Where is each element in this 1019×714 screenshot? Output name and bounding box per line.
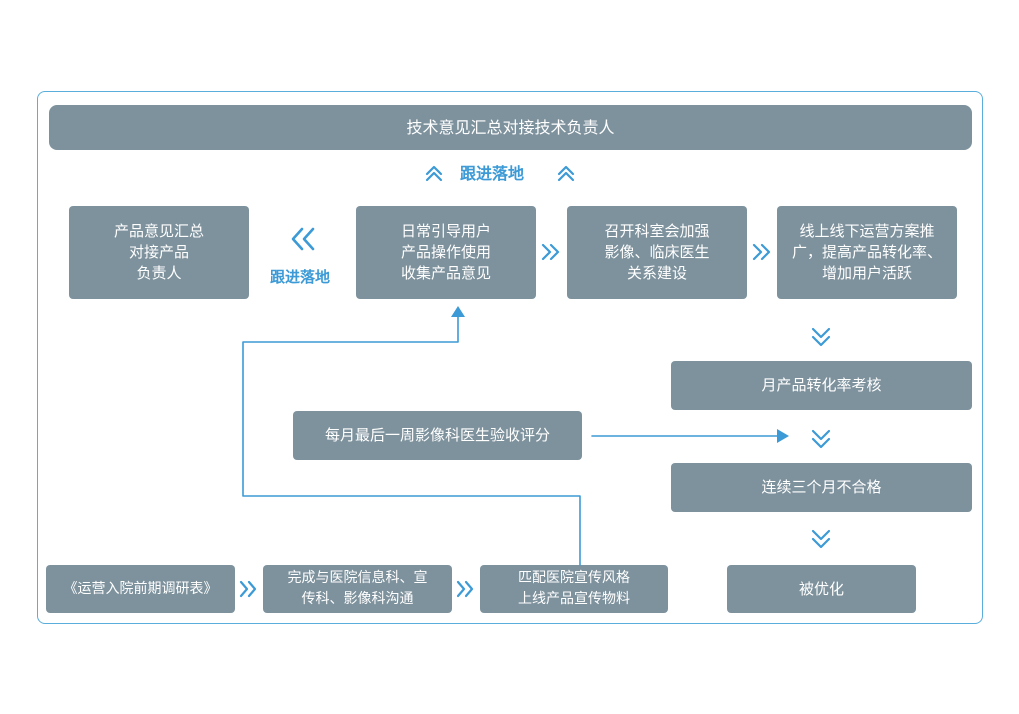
double-chevron-down-icon: [811, 429, 831, 449]
box-monthly-review-label: 月产品转化率考核: [761, 376, 882, 394]
box-summary-owner-label: 产品意见汇总 对接产品 负责人: [113, 222, 204, 282]
loop-arrowhead: [451, 306, 465, 317]
box-monthly-score: 每月最后一周影像科医生验收评分: [293, 411, 582, 460]
box-monthly-review: 月产品转化率考核: [671, 361, 972, 410]
box-three-months: 连续三个月不合格: [671, 463, 972, 512]
box-promo-materials-label: 匹配医院宣传风格 上线产品宣传物料: [518, 570, 630, 607]
box-dept-meeting-label: 召开科室会加强 影像、临床医生 关系建设: [604, 222, 710, 282]
double-chevron-left-icon: [291, 227, 315, 251]
double-chevron-down-icon: [811, 529, 831, 549]
double-chevron-right-icon: [752, 243, 771, 261]
box-guide-users-label: 日常引导用户 产品操作使用 收集产品意见: [400, 222, 491, 282]
box-survey-label: 《运营入院前期调研表》: [63, 580, 218, 597]
box-monthly-score-label: 每月最后一周影像科医生验收评分: [324, 426, 550, 444]
box-dept-liaison-label: 完成与医院信息科、宣 传科、影像科沟通: [287, 570, 428, 607]
box-survey: 《运营入院前期调研表》: [46, 565, 235, 613]
box-online-offline: 线上线下运营方案推 广，提高产品转化率、 增加用户活跃: [777, 206, 957, 299]
diagram-frame: [37, 91, 983, 624]
tech-summary-label: 技术意见汇总对接技术负责人: [406, 118, 615, 137]
box-three-months-label: 连续三个月不合格: [761, 478, 882, 496]
double-chevron-down-icon: [811, 327, 831, 347]
box-dept-meeting: 召开科室会加强 影像、临床医生 关系建设: [567, 206, 747, 299]
score-arrowhead: [777, 429, 789, 443]
double-chevron-up-icon: [425, 165, 443, 182]
box-online-offline-label: 线上线下运营方案推 广，提高产品转化率、 增加用户活跃: [791, 222, 942, 282]
double-chevron-up-icon: [557, 165, 575, 182]
box-optimized: 被优化: [727, 565, 916, 613]
double-chevron-right-icon: [541, 243, 560, 261]
follow-up-label-side: 跟进落地: [270, 268, 331, 286]
tech-summary-bar: 技术意见汇总对接技术负责人: [49, 105, 972, 150]
box-guide-users: 日常引导用户 产品操作使用 收集产品意见: [356, 206, 536, 299]
box-dept-liaison: 完成与医院信息科、宣 传科、影像科沟通: [263, 565, 452, 613]
double-chevron-right-icon: [456, 580, 474, 598]
box-promo-materials: 匹配医院宣传风格 上线产品宣传物料: [480, 565, 668, 613]
follow-up-label-top: 跟进落地: [460, 164, 525, 183]
loop-connector: [242, 315, 581, 566]
box-optimized-label: 被优化: [798, 579, 844, 598]
double-chevron-right-icon: [239, 580, 257, 598]
box-summary-owner: 产品意见汇总 对接产品 负责人: [69, 206, 249, 299]
